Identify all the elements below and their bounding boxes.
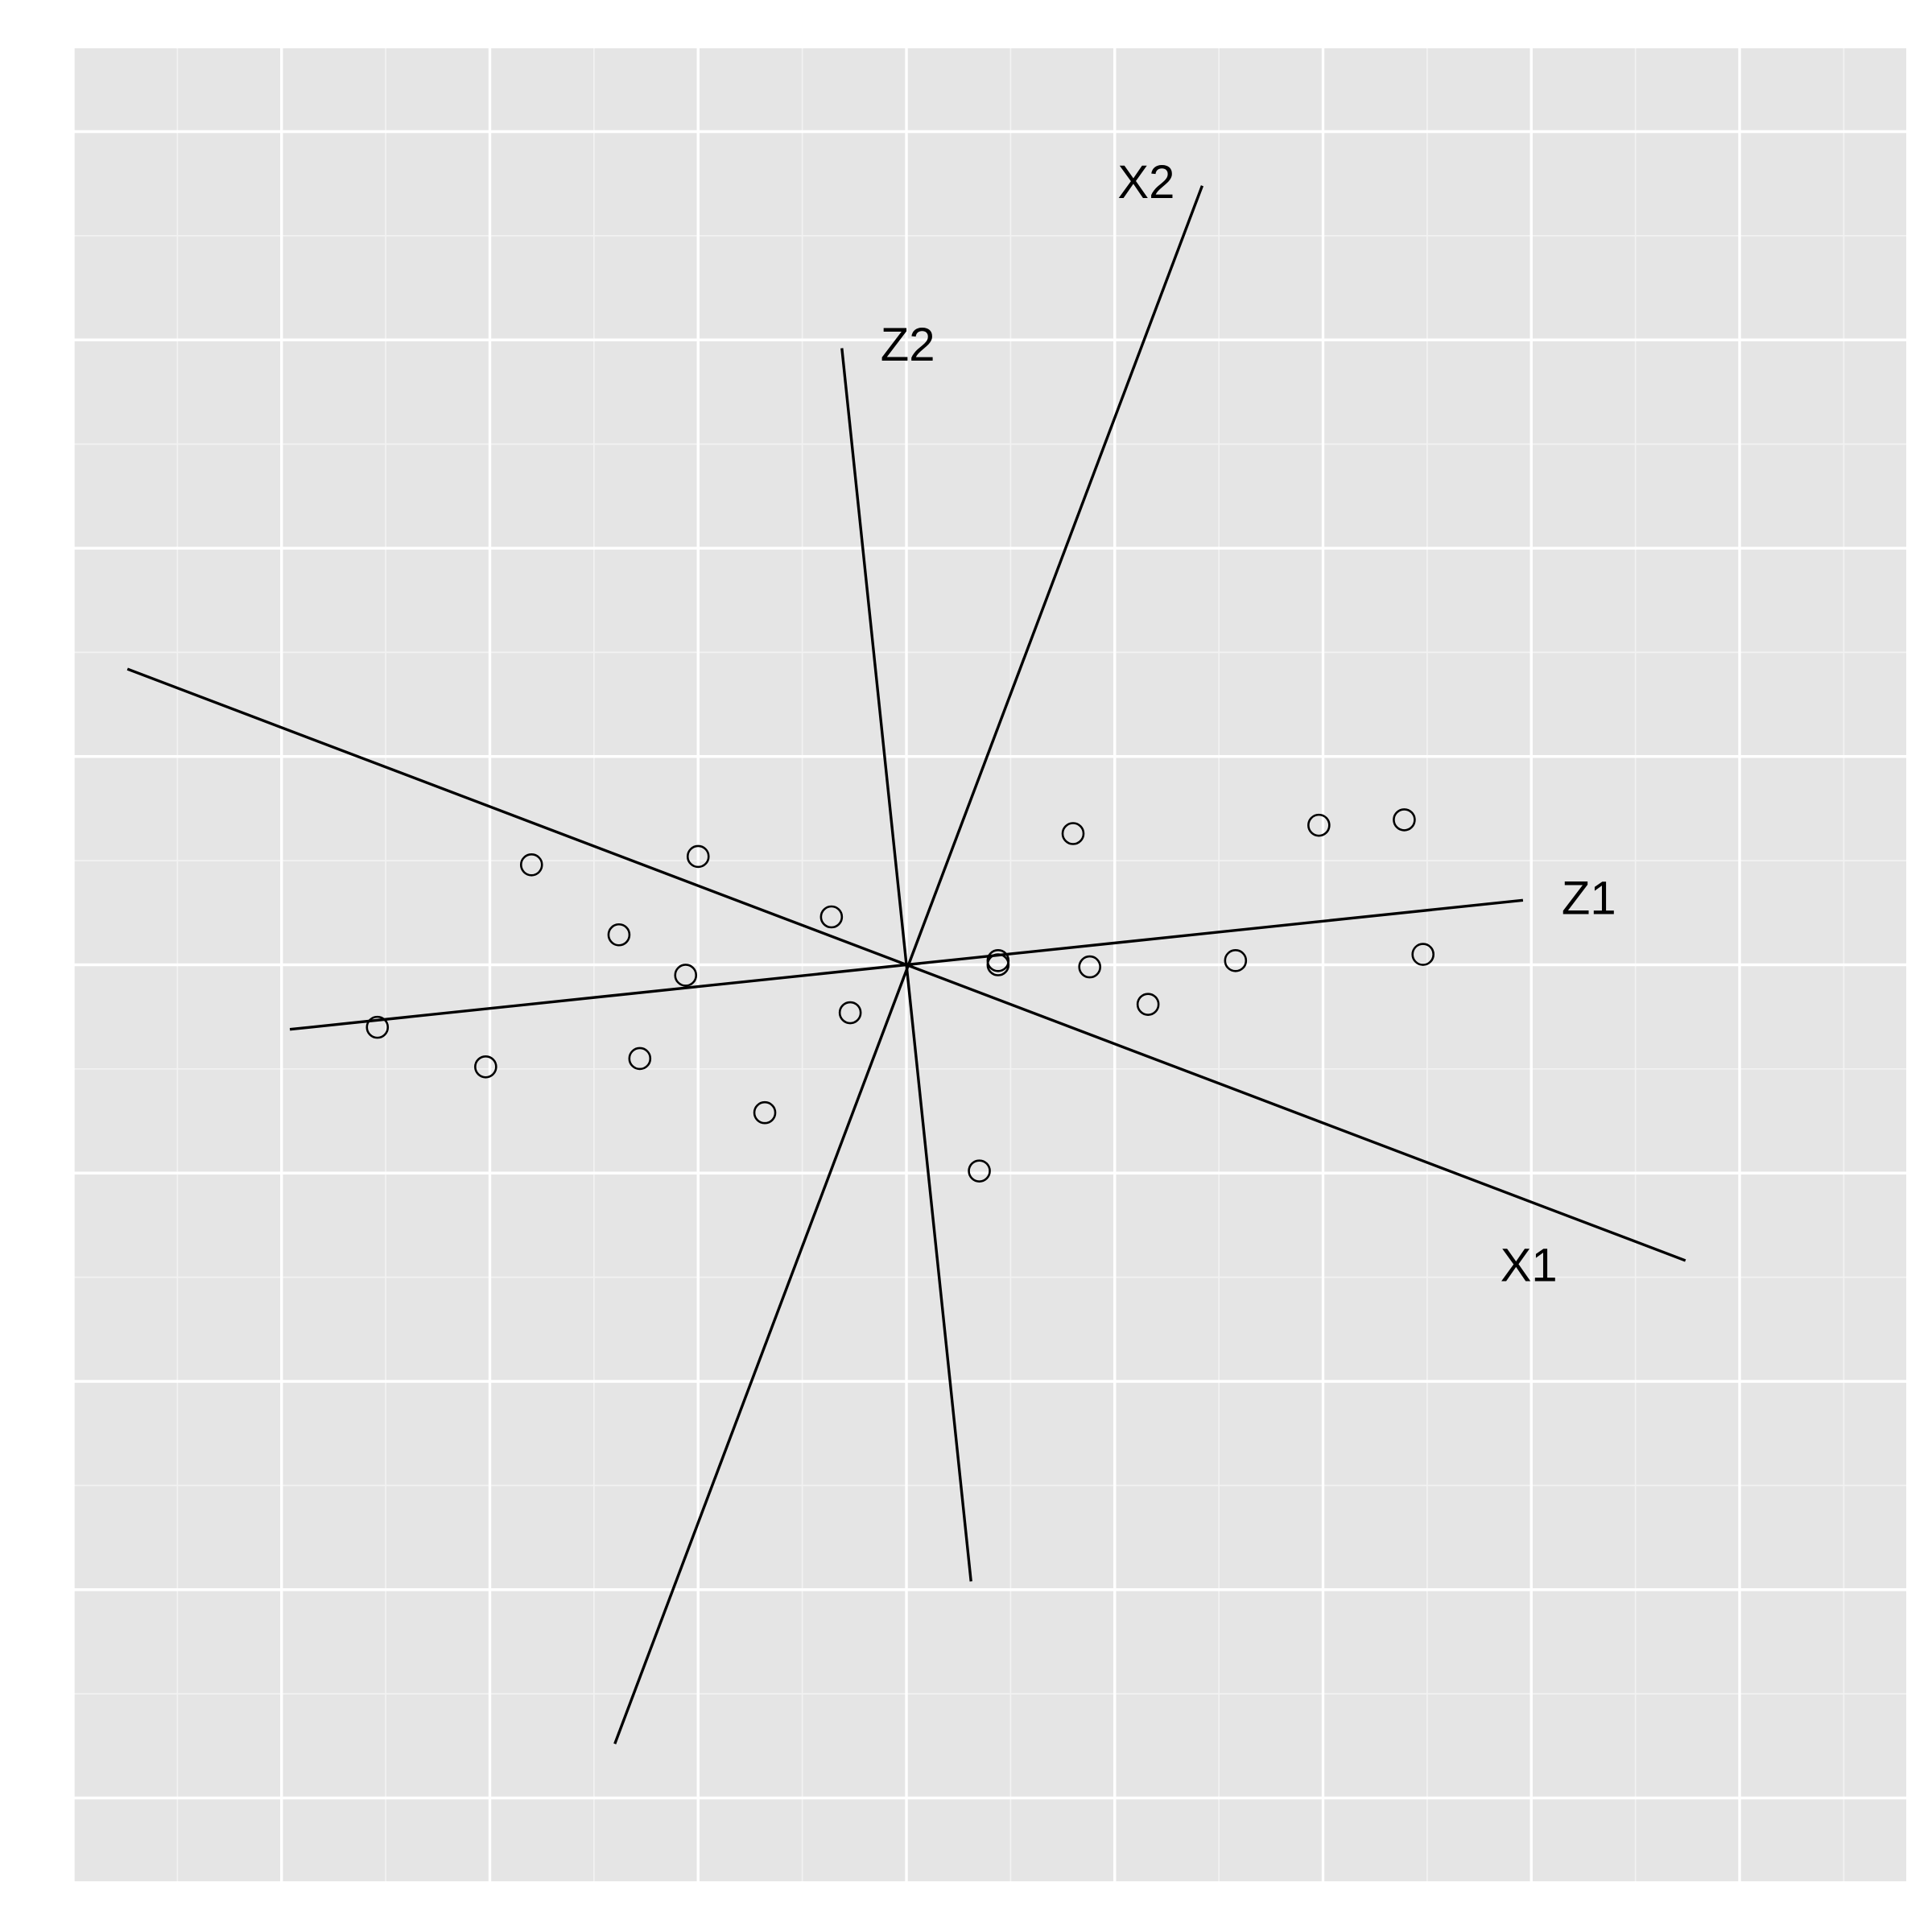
data-point: [1393, 808, 1416, 832]
axis-label-z2: Z2: [881, 319, 935, 371]
data-point: [607, 923, 631, 947]
axis-label-x2: X2: [1117, 156, 1174, 208]
data-point: [838, 1001, 862, 1025]
data-point: [519, 853, 543, 877]
scatter-points: [365, 808, 1435, 1183]
loading-axes: [126, 185, 1686, 1744]
axis-label-z1: Z1: [1562, 873, 1616, 925]
data-point: [474, 1055, 497, 1079]
data-point: [819, 905, 844, 929]
data-point: [628, 1046, 652, 1071]
data-point: [365, 1015, 390, 1039]
data-point: [1078, 955, 1101, 979]
axis-label-x1: X1: [1501, 1239, 1558, 1291]
data-point: [686, 844, 710, 869]
minor-gridlines: [73, 48, 1906, 1881]
data-point: [986, 949, 1010, 972]
data-point: [753, 1100, 777, 1125]
data-point: [674, 964, 698, 987]
data-point: [968, 1159, 991, 1183]
data-point: [1061, 822, 1085, 845]
data-point: [1307, 813, 1331, 837]
data-point: [1224, 949, 1248, 972]
data-point: [1136, 993, 1160, 1016]
data-point: [1411, 943, 1435, 966]
axis-line-z2: [840, 348, 972, 1582]
